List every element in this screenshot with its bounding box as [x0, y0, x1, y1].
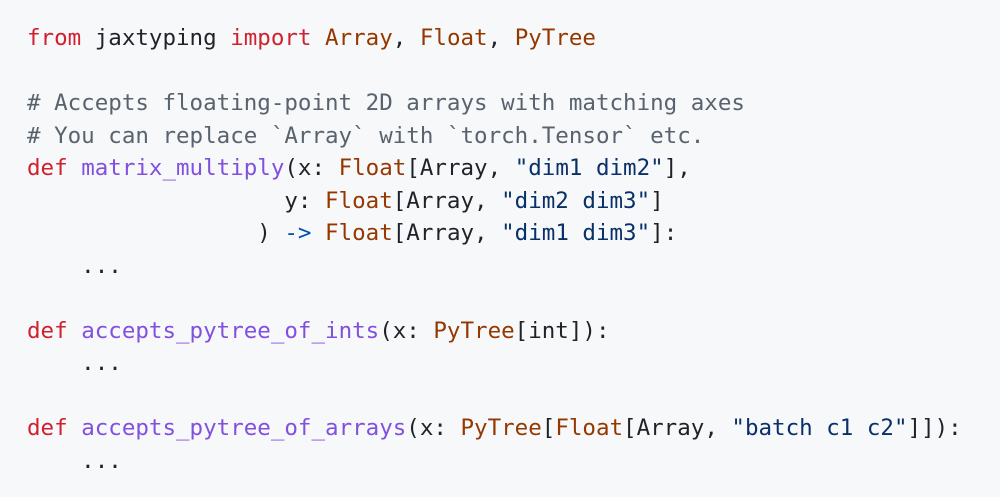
code-line: # You can replace `Array` with `torch.Te…	[27, 120, 704, 152]
code-line: ...	[27, 445, 122, 477]
code-text	[68, 415, 82, 441]
code-line: def matrix_multiply(x: Float[Array, "dim…	[27, 152, 691, 184]
code-text: y:	[27, 187, 326, 214]
code-text	[311, 25, 325, 51]
code-text: ,	[392, 25, 420, 51]
type-name: PyTree	[514, 25, 596, 51]
code-text: (x:	[379, 317, 434, 344]
type-name: Float	[338, 155, 407, 181]
code-text: [Array,	[392, 220, 502, 246]
keyword-token: from	[27, 25, 82, 51]
keyword-token: def	[27, 317, 68, 344]
string-literal: "batch c1 c2"	[731, 415, 908, 441]
code-text: ]	[650, 187, 664, 214]
type-name: PyTree	[433, 317, 515, 344]
code-text	[68, 318, 82, 344]
type-name: Array	[325, 25, 393, 51]
comment-text: # Accepts floating-point 2D arrays with …	[27, 90, 745, 116]
keyword-token: import	[230, 25, 312, 51]
code-line: # Accepts floating-point 2D arrays with …	[27, 87, 745, 119]
code-text: ]]):	[907, 415, 962, 441]
code-line: ...	[27, 347, 122, 379]
keyword-token: def	[27, 155, 68, 181]
code-line: ) -> Float[Array, "dim1 dim3"]:	[27, 217, 677, 249]
code-line: from jaxtyping import Array, Float, PyTr…	[27, 22, 596, 54]
code-text	[68, 155, 82, 181]
string-literal: "dim2 dim3"	[501, 187, 651, 214]
function-name: matrix_multiply	[81, 155, 285, 181]
string-literal: "dim1 dim3"	[501, 220, 651, 246]
code-text: [Array,	[406, 155, 515, 181]
type-name: Float	[325, 187, 393, 214]
code-text: [Array,	[623, 415, 732, 441]
code-text: ...	[27, 350, 122, 376]
code-text: )	[27, 220, 285, 246]
code-line: def accepts_pytree_of_ints(x: PyTree[int…	[27, 315, 610, 347]
code-text: ]:	[650, 220, 678, 246]
code-text: [int]):	[514, 317, 610, 344]
comment-text: # You can replace `Array` with `torch.Te…	[27, 122, 705, 149]
code-text: ...	[27, 447, 122, 474]
code-text: ...	[27, 252, 122, 279]
keyword-token: def	[27, 415, 68, 441]
string-literal: "dim1 dim2"	[514, 155, 664, 181]
operator-token: ->	[284, 220, 312, 246]
code-line: ...	[27, 250, 122, 282]
code-text: ],	[663, 155, 691, 181]
code-text: ,	[487, 25, 515, 51]
code-text: jaxtyping	[81, 25, 231, 51]
code-text	[311, 220, 325, 246]
code-text: [	[541, 415, 556, 441]
type-name: Float	[325, 220, 393, 246]
function-name: accepts_pytree_of_arrays	[81, 415, 407, 441]
type-name: Float	[555, 415, 624, 441]
function-name: accepts_pytree_of_ints	[81, 317, 380, 344]
code-text: (x:	[284, 155, 339, 181]
type-name: PyTree	[460, 415, 542, 441]
code-line: y: Float[Array, "dim2 dim3"]	[27, 185, 664, 217]
code-text: [Array,	[392, 187, 502, 214]
code-line: def accepts_pytree_of_arrays(x: PyTree[F…	[27, 412, 962, 444]
type-name: Float	[419, 25, 488, 51]
code-text: (x:	[406, 415, 461, 441]
